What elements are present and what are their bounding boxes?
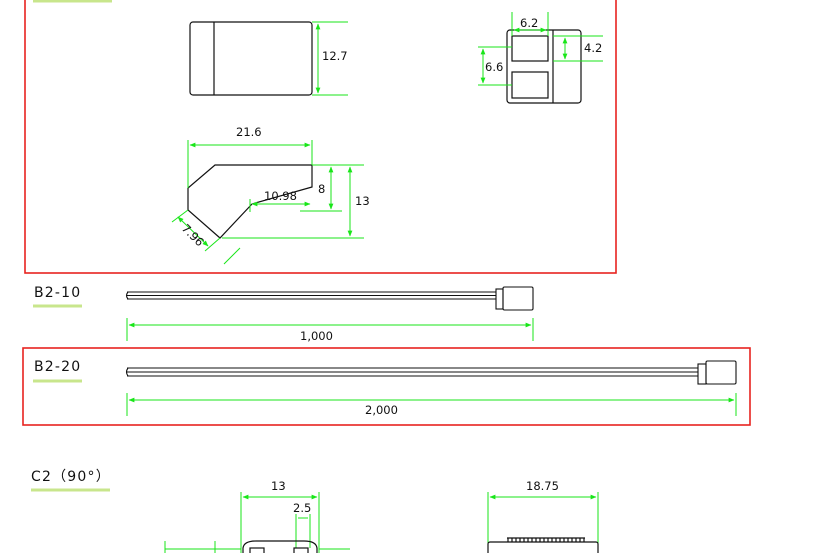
dim-length-21-6 (187, 140, 313, 188)
dim-height-12-7 (312, 21, 348, 96)
dim-label-length: 21.6 (236, 125, 262, 139)
c2-section: C2（90°） 13 2.5 (31, 469, 599, 553)
connector-side-view (187, 164, 313, 239)
connector-end-view (506, 29, 582, 104)
dim-chamfer-7-96 (171, 209, 241, 265)
dim-label-gap: 6.6 (485, 60, 503, 74)
section-label-c2: C2（90°） (31, 469, 111, 485)
dim-label-c2-width: 13 (271, 479, 286, 493)
dim-label-inner-length: 10.98 (264, 189, 297, 203)
dim-inner-10-98 (249, 199, 311, 212)
dim-gap-6-6 (478, 46, 512, 86)
dim-pitch-6-2 (511, 12, 549, 36)
c2-front-view: 13 2.5 (164, 479, 350, 553)
b2-20-highlight-frame (22, 347, 751, 426)
dim-label-b2-10-length: 1,000 (300, 329, 333, 343)
section-label-b2-10: B2-10 (34, 285, 81, 301)
top-highlight-frame (24, 0, 617, 274)
section-label-b2-20: B2-20 (34, 359, 81, 375)
connector-front-view (189, 21, 313, 96)
cable-b2-20: B2-20 2,000 (33, 359, 737, 417)
dim-label-chamfer: 7.96 (179, 221, 207, 249)
c2-side-view: 18.75 (487, 479, 599, 553)
dim-label-b2-20-length: 2,000 (365, 403, 398, 417)
dim-label-c2-pin: 2.5 (293, 501, 311, 515)
dim-label-total-height: 13 (355, 194, 370, 208)
dim-label-pitch: 6.2 (520, 16, 538, 30)
dim-label-inner-height: 8 (318, 182, 325, 196)
cable-b2-10: B2-10 1,000 (33, 285, 534, 343)
dim-slot-4-2 (553, 35, 603, 62)
dim-label-c2-side-width: 18.75 (526, 479, 559, 493)
dim-label-height: 12.7 (322, 49, 348, 63)
dim-total-13 (222, 164, 364, 239)
dim-label-slot: 4.2 (584, 41, 602, 55)
